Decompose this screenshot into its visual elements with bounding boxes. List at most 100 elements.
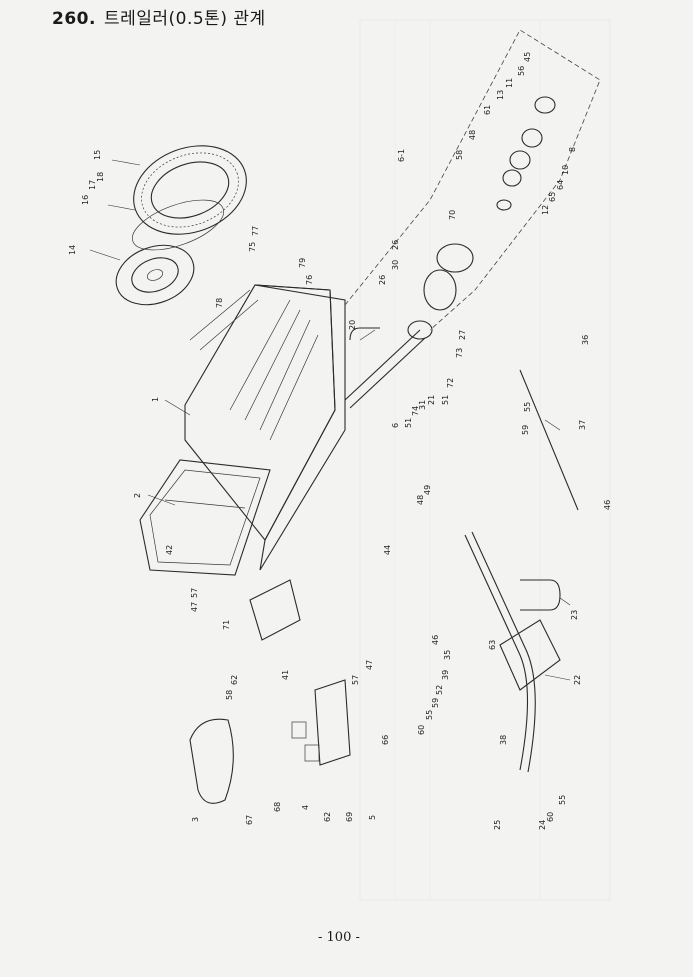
callout-78: 78 xyxy=(215,298,224,308)
callout-30: 30 xyxy=(391,260,400,270)
callout-51-a: 51 xyxy=(441,395,450,405)
callout-15: 15 xyxy=(93,150,102,160)
callout-64: 64 xyxy=(556,180,565,190)
callout-62-a: 62 xyxy=(230,675,239,685)
callout-46-b: 46 xyxy=(431,635,440,645)
callout-38: 38 xyxy=(499,735,508,745)
background-ghost-table xyxy=(359,19,611,901)
callout-26-b: 26 xyxy=(378,275,387,285)
frame xyxy=(139,459,271,576)
callout-57-b: 57 xyxy=(351,675,360,685)
callout-51-b: 51 xyxy=(404,418,413,428)
callout-52: 52 xyxy=(435,685,444,695)
callout-65: 65 xyxy=(548,192,557,202)
callout-62-b: 62 xyxy=(323,812,332,822)
callout-74: 74 xyxy=(411,406,420,416)
exploded-region-outline xyxy=(344,29,601,331)
inner-tube xyxy=(132,199,224,251)
callout-59-b: 59 xyxy=(431,698,440,708)
callout-57-a: 57 xyxy=(190,588,199,598)
callout-22: 22 xyxy=(573,675,582,685)
leader-lines xyxy=(89,159,571,681)
page-title-text: 트레일러(0.5톤) 관계 xyxy=(103,9,266,29)
hub-parts xyxy=(407,243,474,340)
callout-56: 56 xyxy=(517,66,526,76)
callout-25: 25 xyxy=(493,820,502,830)
callout-63: 63 xyxy=(488,640,497,650)
wheel-rim xyxy=(115,244,195,306)
callout-41: 41 xyxy=(281,670,290,680)
callout-31: 31 xyxy=(418,400,427,410)
hub-bearing-stack xyxy=(496,96,556,211)
callout-4: 4 xyxy=(301,805,310,810)
callout-68: 68 xyxy=(273,802,282,812)
callout-27: 27 xyxy=(458,330,467,340)
callout-10: 10 xyxy=(561,165,570,175)
page-footer: - 100 - xyxy=(318,930,360,945)
callout-labels: 15 18 17 16 14 78 1 2 42 57 47 71 77 75 … xyxy=(68,52,612,830)
callout-47-b: 47 xyxy=(365,660,374,670)
callout-18: 18 xyxy=(96,172,105,182)
callout-58: 58 xyxy=(455,150,464,160)
tire xyxy=(133,145,247,235)
callout-17: 17 xyxy=(88,180,97,190)
callout-39: 39 xyxy=(441,670,450,680)
callout-26-a: 26 xyxy=(391,240,400,250)
page-number: 260. xyxy=(52,9,96,29)
tie-rod xyxy=(519,369,579,511)
callout-55-a: 55 xyxy=(425,710,434,720)
callout-42: 42 xyxy=(165,545,174,555)
callout-3: 3 xyxy=(191,817,200,822)
callout-36: 36 xyxy=(581,335,590,345)
seat xyxy=(189,718,234,804)
springs xyxy=(291,721,320,762)
callout-23: 23 xyxy=(570,610,579,620)
callout-73: 73 xyxy=(455,348,464,358)
callout-35: 35 xyxy=(443,650,452,660)
callout-55-b: 55 xyxy=(558,795,567,805)
callout-1: 1 xyxy=(151,397,160,402)
callout-54: 55 xyxy=(523,402,532,412)
callout-21: 21 xyxy=(427,395,436,405)
callout-5: 5 xyxy=(368,815,377,820)
callout-48-a: 48 xyxy=(468,130,477,140)
callout-47-a: 47 xyxy=(190,602,199,612)
callout-16: 16 xyxy=(81,195,90,205)
callout-77: 77 xyxy=(251,226,260,236)
seat-bracket xyxy=(314,679,351,766)
callout-60-a: 60 xyxy=(417,725,426,735)
callout-61: 61 xyxy=(483,105,492,115)
u-bolt xyxy=(520,579,561,611)
callout-6-1: 6-1 xyxy=(397,149,406,162)
callout-11: 11 xyxy=(505,78,514,88)
callout-12: 12 xyxy=(541,205,550,215)
callout-2: 2 xyxy=(133,493,142,498)
callout-76: 76 xyxy=(305,275,314,285)
callout-67: 67 xyxy=(245,815,254,825)
cargo-body xyxy=(184,284,346,571)
callout-14: 14 xyxy=(68,245,77,255)
callout-46-a: 46 xyxy=(603,500,612,510)
callout-13: 13 xyxy=(496,90,505,100)
callout-72: 72 xyxy=(446,378,455,388)
callout-45: 45 xyxy=(523,52,532,62)
page-title: 260. 트레일러(0.5톤) 관계 xyxy=(52,4,266,29)
callout-24: 24 xyxy=(538,820,547,830)
callout-66: 66 xyxy=(381,735,390,745)
callout-69: 69 xyxy=(345,812,354,822)
callout-70: 70 xyxy=(448,210,457,220)
callout-79: 79 xyxy=(298,258,307,268)
callout-58-b: 58 xyxy=(225,690,234,700)
callout-20: 20 xyxy=(348,320,357,330)
callout-8: 8 xyxy=(568,147,577,152)
callout-49: 49 xyxy=(423,485,432,495)
callout-59: 59 xyxy=(521,425,530,435)
callout-60-b: 60 xyxy=(546,812,555,822)
draw-bar xyxy=(249,579,301,641)
callout-71: 71 xyxy=(222,620,231,630)
callout-48-b: 48 xyxy=(416,495,425,505)
callout-44: 44 xyxy=(383,545,392,555)
axle-assembly xyxy=(344,327,426,409)
jack-stand xyxy=(464,531,561,773)
